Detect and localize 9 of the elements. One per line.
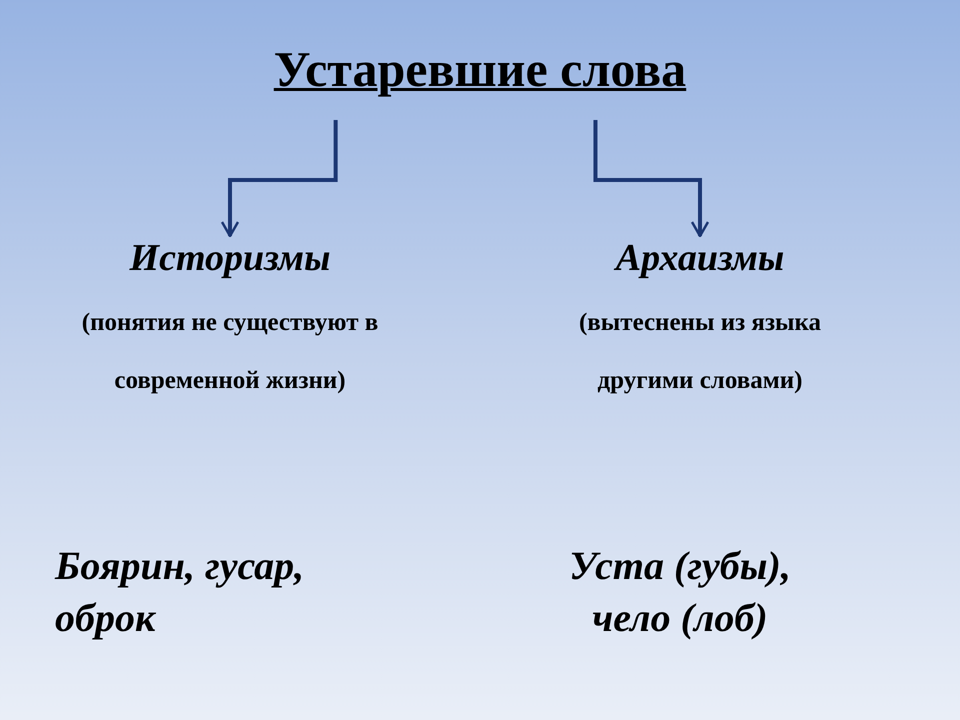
category-heading: Архаизмы bbox=[616, 236, 784, 280]
title-heading: Устаревшие слова bbox=[274, 40, 686, 120]
connector-arrow bbox=[593, 120, 710, 238]
category-heading: Историзмы bbox=[130, 236, 330, 280]
category-description: (понятия не существуют в современной жизни) bbox=[80, 308, 380, 396]
example-words: Боярин, гусар, оброк bbox=[55, 542, 306, 642]
connector-arrow bbox=[220, 120, 338, 238]
example-words: Уста (губы), чело (лоб) bbox=[568, 542, 792, 642]
category-description: (вытеснены из языка другими словами) bbox=[578, 308, 822, 396]
